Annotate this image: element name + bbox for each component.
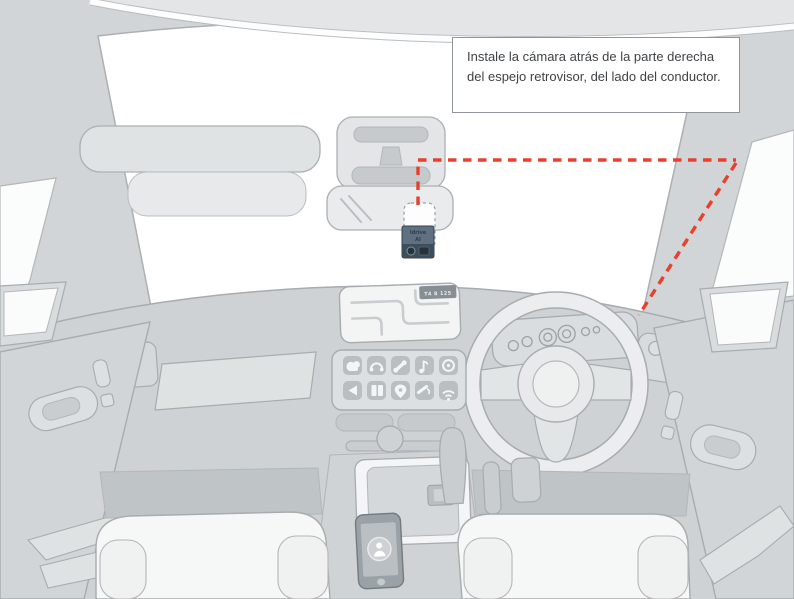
brake-pedal: [482, 461, 502, 515]
contacts-icon: [371, 385, 383, 396]
left-side-mirror: [0, 281, 67, 347]
left-window-switch: [92, 359, 111, 388]
mirror-glare-lines: [340, 195, 372, 223]
install-path-diagonal: [637, 162, 738, 316]
nav-screen: T4 8 125: [338, 282, 462, 344]
nav-badge-text: T4 8 125: [424, 291, 452, 298]
dashcam-brand-line1: Idrive: [410, 230, 427, 236]
headset-icon: [370, 362, 384, 370]
media-button-panel: [331, 349, 467, 411]
sunglass-slot: [353, 126, 429, 143]
music-note-icon: [419, 360, 429, 374]
smartphone: [354, 512, 405, 590]
vent-left: [335, 413, 394, 432]
right-side-mirror: [699, 281, 789, 353]
instruction-callout: Instale la cámara atrás de la parte dere…: [452, 37, 740, 113]
disc-icon: [442, 359, 455, 372]
right-window-switch: [664, 390, 684, 420]
media-button-call-hold: [415, 381, 434, 400]
steering-wheel: [463, 291, 649, 477]
nav-info-badge: [419, 285, 457, 300]
wheel-spoke-bottom: [533, 413, 579, 463]
install-path: [416, 158, 738, 316]
console-slot: [351, 166, 431, 185]
dashcam-port: [418, 246, 430, 256]
roof-exterior: [92, 0, 794, 38]
instrument-cluster: [490, 311, 640, 367]
media-button-headset: [367, 356, 386, 375]
phone-home-button: [377, 578, 386, 586]
climate-controls: [335, 413, 456, 453]
accelerator-pedal: [510, 457, 542, 503]
passenger-seat: [95, 511, 331, 599]
dashcam-brand-line2: AI: [415, 237, 421, 243]
roof-band-edge-top: [97, 0, 794, 37]
roof-band: [89, 0, 794, 43]
rotary-knob: [376, 425, 404, 453]
pedals: [482, 457, 542, 515]
call-hold-icon: [417, 385, 431, 395]
dome-light-button: [379, 146, 403, 166]
wifi-icon: [442, 390, 455, 401]
media-button-glyphs: [346, 359, 455, 401]
overhead-console: [336, 116, 446, 190]
left-floor: [99, 467, 323, 519]
right-door-pocket: [699, 505, 794, 585]
gear-lever: [439, 426, 467, 505]
back-arrow-icon: [348, 385, 357, 396]
map-route-lines: [350, 289, 450, 336]
glovebox-panel: [154, 351, 317, 411]
vent-right: [397, 413, 456, 432]
user-lock-icon: [374, 542, 386, 557]
driver-seat: [457, 513, 691, 599]
sun-visor: [79, 125, 321, 217]
dashcam-lens: [406, 246, 416, 256]
right-floor: [471, 469, 691, 517]
right-door: [653, 299, 794, 599]
instruction-text: Instale la cámara atrás de la parte dere…: [467, 49, 721, 85]
dashcam-device: Idrive AI: [401, 225, 435, 259]
